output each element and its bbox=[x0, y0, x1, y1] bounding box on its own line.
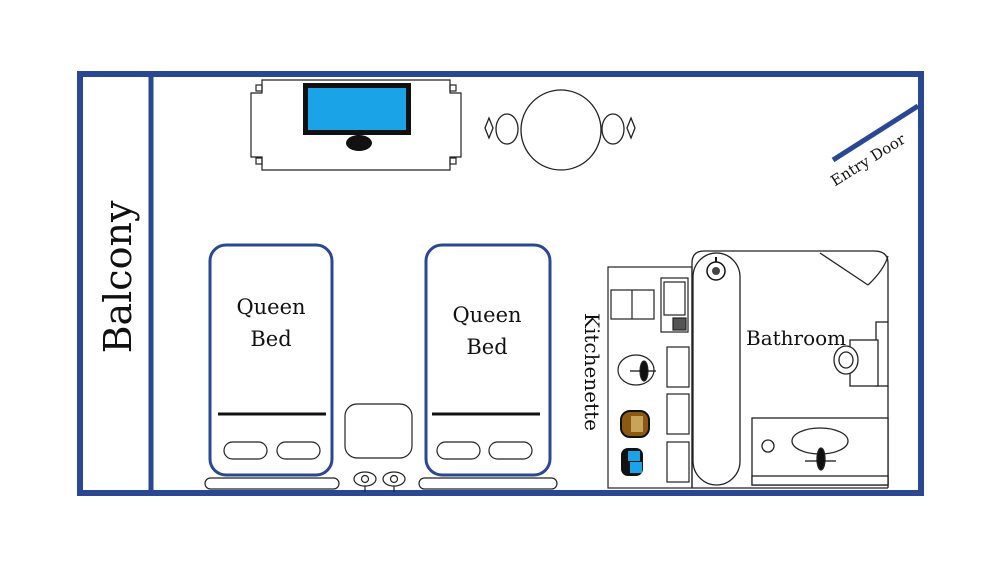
kitchenette-label: Kitchenette bbox=[580, 313, 604, 431]
bed-1-label-line1: Queen bbox=[236, 295, 306, 319]
outlet-icon bbox=[353, 471, 406, 492]
room-outer-wall bbox=[77, 71, 924, 496]
toilet-icon bbox=[833, 321, 889, 387]
queen-bed-2 bbox=[424, 243, 552, 477]
nightstand bbox=[344, 403, 413, 459]
pillow bbox=[223, 441, 268, 460]
coffee-maker-icon bbox=[620, 410, 650, 476]
bench-1 bbox=[204, 477, 340, 490]
pillow bbox=[436, 441, 481, 460]
bathroom-label: Bathroom bbox=[746, 326, 847, 350]
sink-icon bbox=[617, 354, 656, 386]
balcony-label: Balcony bbox=[96, 200, 140, 354]
entry-door[interactable] bbox=[831, 103, 920, 163]
bed-1-label-line2: Bed bbox=[250, 327, 292, 351]
queen-bed-1 bbox=[208, 243, 334, 477]
table-icon bbox=[484, 89, 636, 171]
shower-head-icon bbox=[706, 257, 726, 281]
bench-2 bbox=[418, 477, 558, 490]
shower-stall bbox=[692, 252, 741, 486]
bed-2-label-line1: Queen bbox=[452, 303, 522, 327]
pillow bbox=[488, 441, 533, 460]
tv-icon bbox=[303, 83, 411, 151]
bed-1-label: Queen Bed bbox=[216, 291, 326, 355]
pillow bbox=[276, 441, 321, 460]
bed-2-label: Queen Bed bbox=[432, 299, 542, 363]
bed-2-label-line2: Bed bbox=[466, 335, 508, 359]
sink-icon bbox=[791, 427, 849, 471]
